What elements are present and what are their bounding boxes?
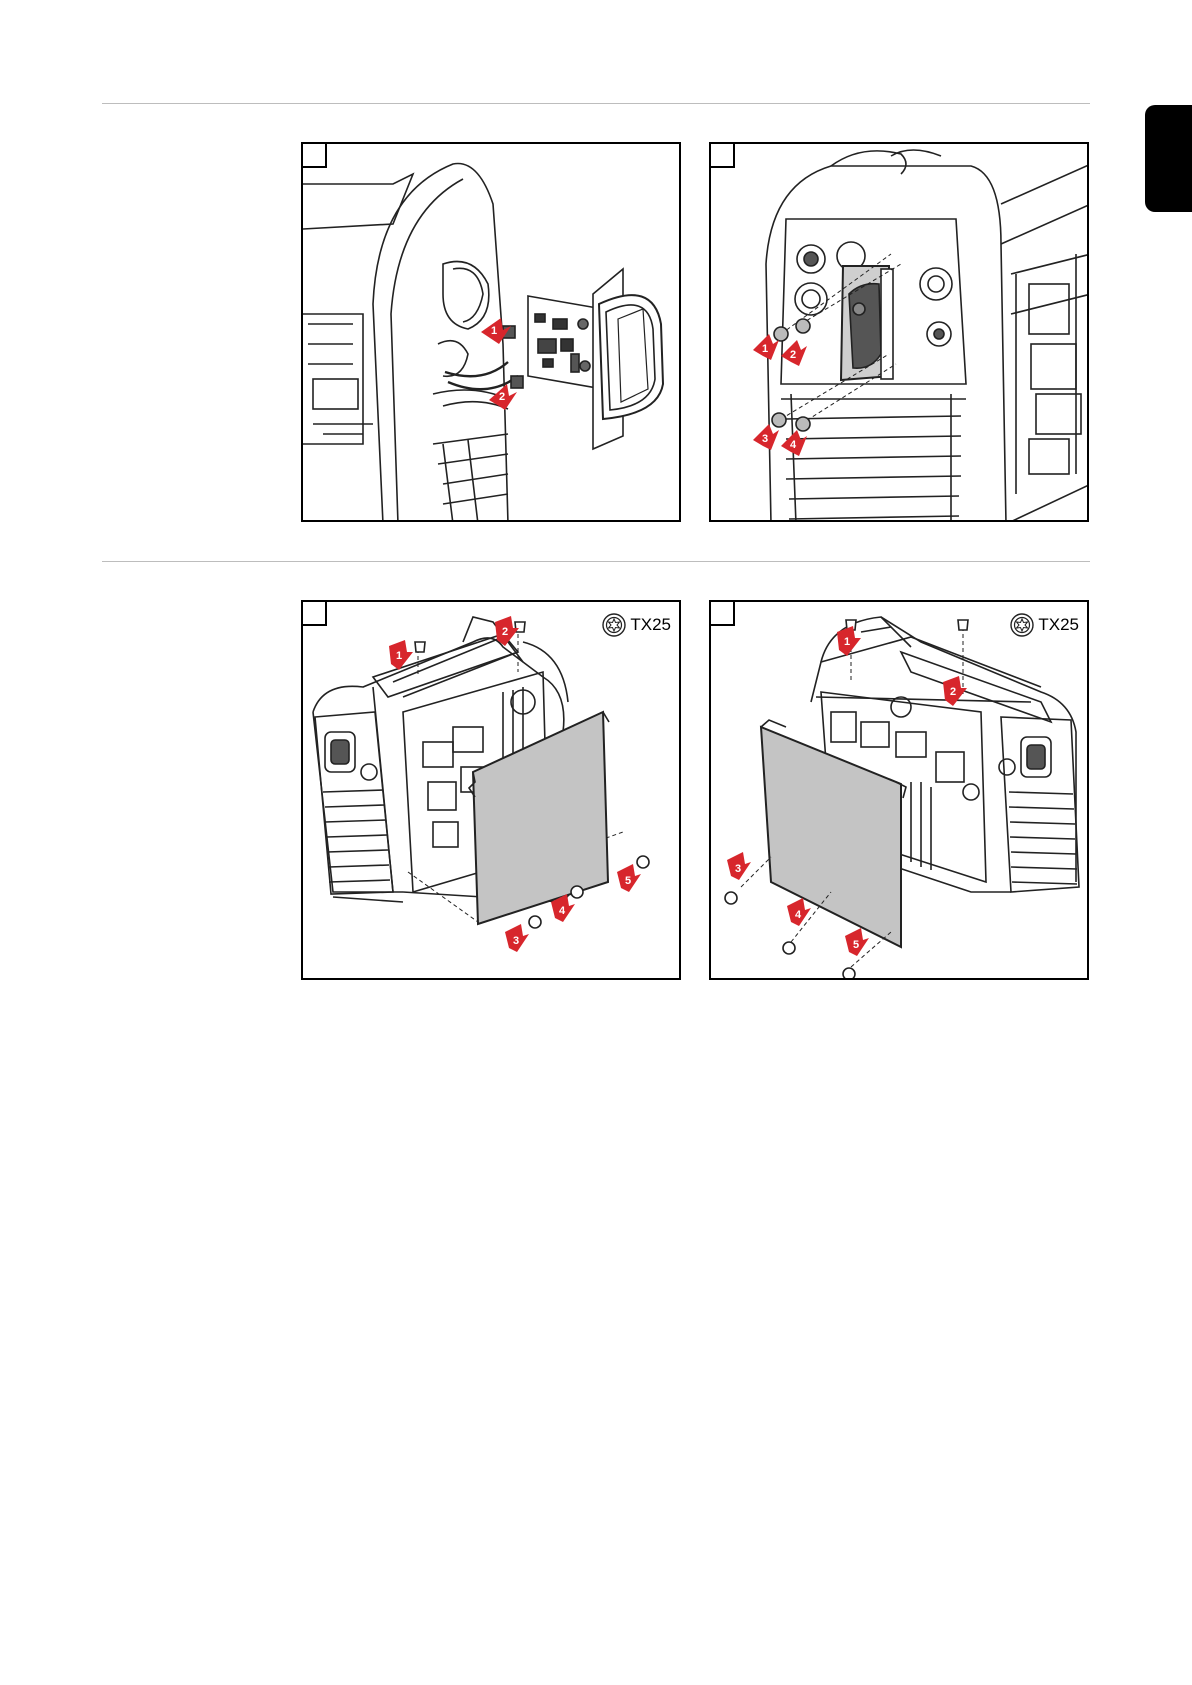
language-thumb-tab xyxy=(1145,105,1192,212)
arrow-label-3: 3 xyxy=(513,935,519,947)
step-number-box xyxy=(711,602,735,626)
arrow-label-1: 1 xyxy=(491,325,497,337)
front-panel-module-illustration: 1 2 3 4 xyxy=(711,144,1089,522)
illustration-panel-3: 1 2 3 4 5 TX25 xyxy=(301,600,681,980)
arrow-label-4: 4 xyxy=(795,909,802,921)
arrow-label-2: 2 xyxy=(790,349,796,361)
illustration-panel-2: 1 2 3 4 xyxy=(709,142,1089,522)
arrow-label-5: 5 xyxy=(625,875,631,887)
tool-indicator: TX25 xyxy=(1010,612,1079,638)
right-side-cover-removal-illustration: 1 2 3 4 5 xyxy=(711,602,1089,980)
step-number-box xyxy=(303,144,327,168)
illustration-panel-1: 1 2 xyxy=(301,142,681,522)
arrow-label-2: 2 xyxy=(502,626,508,638)
torx-icon xyxy=(1010,613,1034,637)
arrow-label-2: 2 xyxy=(499,391,505,403)
step-arrow-icon: 1 2 3 4 xyxy=(753,334,807,456)
arrow-label-1: 1 xyxy=(396,650,402,662)
illustration-panel-4: 1 2 3 4 5 TX25 xyxy=(709,600,1089,980)
arrow-label-5: 5 xyxy=(853,939,859,951)
arrow-label-4: 4 xyxy=(790,439,797,451)
step-number-box xyxy=(303,602,327,626)
tool-size-label: TX25 xyxy=(1038,615,1079,635)
arrow-label-2: 2 xyxy=(950,686,956,698)
arrow-label-1: 1 xyxy=(762,343,768,355)
arrow-label-3: 3 xyxy=(735,863,741,875)
torx-icon xyxy=(602,613,626,637)
device-side-board-illustration: 1 2 xyxy=(303,144,681,522)
tool-indicator: TX25 xyxy=(602,612,671,638)
left-side-cover-removal-illustration: 1 2 3 4 5 xyxy=(303,602,681,980)
arrow-label-3: 3 xyxy=(762,433,768,445)
tool-size-label: TX25 xyxy=(630,615,671,635)
arrow-label-1: 1 xyxy=(844,636,850,648)
step-number-box xyxy=(711,144,735,168)
section-divider-top xyxy=(102,103,1090,104)
arrow-label-4: 4 xyxy=(559,905,566,917)
section-divider-middle xyxy=(102,561,1090,562)
